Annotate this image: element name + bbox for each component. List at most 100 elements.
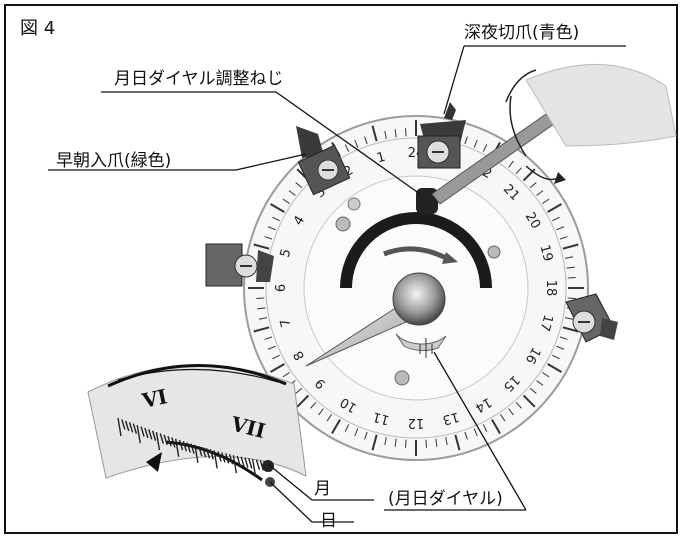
date-dial-tick [140, 426, 145, 437]
dial-tick [542, 372, 550, 378]
dial-tick [253, 326, 270, 333]
date-dial-tick [248, 458, 253, 469]
date-dial-tick [236, 455, 241, 467]
dial-tick [566, 266, 575, 269]
roman-numeral: VI [139, 384, 169, 413]
dial-tick [508, 160, 514, 168]
dial-tick [253, 243, 270, 250]
dial-tick [482, 144, 488, 152]
date-dial-tick [182, 441, 188, 452]
dial-tick [552, 216, 560, 222]
dial-tick [405, 439, 407, 448]
dial-tick [270, 363, 285, 373]
dial-tick [473, 139, 478, 148]
date-dial-tick [225, 453, 230, 464]
dial-tick [556, 226, 565, 231]
dial-tick [522, 394, 536, 408]
dial-tick [296, 394, 310, 408]
early-morning-on-claw-label: 早朝入爪(緑色) [56, 151, 172, 171]
date-dial-tick [159, 433, 164, 444]
date-dial-label: (月日ダイヤル) [388, 489, 503, 509]
date-dial-tick [163, 434, 168, 446]
dial-hour-number: 5 [278, 247, 295, 259]
date-dial-tick [132, 423, 138, 434]
dial-tick [547, 203, 562, 213]
dial-tick [272, 216, 280, 222]
dial-tick [529, 182, 537, 189]
dial-tick [500, 414, 506, 422]
dial-tick [257, 307, 266, 310]
dial-tick [435, 438, 438, 447]
dial-tick [536, 190, 544, 196]
month-label: 月 [314, 479, 331, 499]
date-dial-tick [171, 437, 176, 448]
dial-tick [371, 434, 378, 451]
dial-tick-ring [248, 120, 584, 456]
dial-hour-number: 1 [375, 150, 387, 167]
dial-hour-number: 16 [522, 344, 543, 366]
date-dial-tick [178, 439, 184, 451]
dial-tick [282, 372, 290, 378]
date-dial-tick [232, 455, 238, 474]
center-knob [392, 272, 446, 326]
timer-dial-illustration: 242322212019181716151413121110987654321 [48, 45, 677, 523]
date-dial-tick [198, 445, 203, 457]
date-dial-tick [209, 449, 214, 460]
left-claw [205, 243, 274, 287]
dial-tick [556, 345, 565, 350]
dial-tick [491, 419, 501, 434]
dial-hour-number: 20 [522, 210, 543, 232]
date-dial-tick [205, 448, 211, 459]
day-label: 日 [320, 511, 337, 531]
date-dial-tick [194, 444, 199, 464]
dial-tick [344, 144, 350, 152]
early-morning-on-claw [296, 126, 351, 196]
dial-tick [425, 439, 427, 448]
dial-tick [282, 198, 290, 204]
dial-tick [559, 236, 568, 240]
dial-hour-number: 10 [338, 394, 360, 415]
dial-tick [384, 436, 387, 446]
date-dial-tick [155, 432, 161, 451]
date-dial-tick [240, 456, 245, 468]
dial-tick [547, 363, 562, 373]
night-off-claw-label: 深夜切爪(青色) [464, 23, 580, 43]
night-off-claw [417, 102, 466, 169]
dial-tick [564, 256, 574, 259]
dial-tick [384, 130, 387, 140]
dial-hour-number: 19 [537, 243, 556, 263]
dial-hour-number: 6 [274, 284, 289, 292]
date-dial-tick [228, 454, 234, 465]
date-dial-tick [148, 429, 153, 440]
dial-tick [354, 139, 359, 148]
date-dial-tick [186, 442, 191, 453]
dial-tick [364, 431, 368, 440]
date-dial-tick [255, 459, 261, 470]
dial-tick [559, 336, 568, 340]
dial-tick [394, 438, 397, 447]
date-dial-tick [117, 417, 122, 437]
dial-tick [562, 326, 579, 333]
dark-arc-segment [340, 212, 492, 289]
dial-tick [310, 401, 317, 409]
figure-title: 図 4 [20, 18, 56, 39]
date-dial-tick [136, 425, 141, 444]
dial-tick [354, 428, 359, 437]
date-dial-tick [167, 435, 172, 447]
date-dial-tick [151, 430, 157, 441]
dial-tick [445, 436, 448, 446]
dial-tick [272, 354, 280, 360]
dial-tick [473, 428, 478, 437]
date-dial-tick [244, 457, 249, 468]
dial-tick [371, 125, 378, 142]
dial-tick [394, 129, 397, 138]
dial-tick [256, 297, 265, 299]
dial-hour-number: 17 [537, 313, 556, 333]
dial-tick [267, 226, 276, 231]
date-dial-tick [213, 450, 218, 469]
rotation-arrow-icon [383, 246, 448, 261]
dial-tick [331, 419, 341, 434]
date-dial-tick [175, 438, 180, 457]
dial-tick [264, 236, 273, 240]
